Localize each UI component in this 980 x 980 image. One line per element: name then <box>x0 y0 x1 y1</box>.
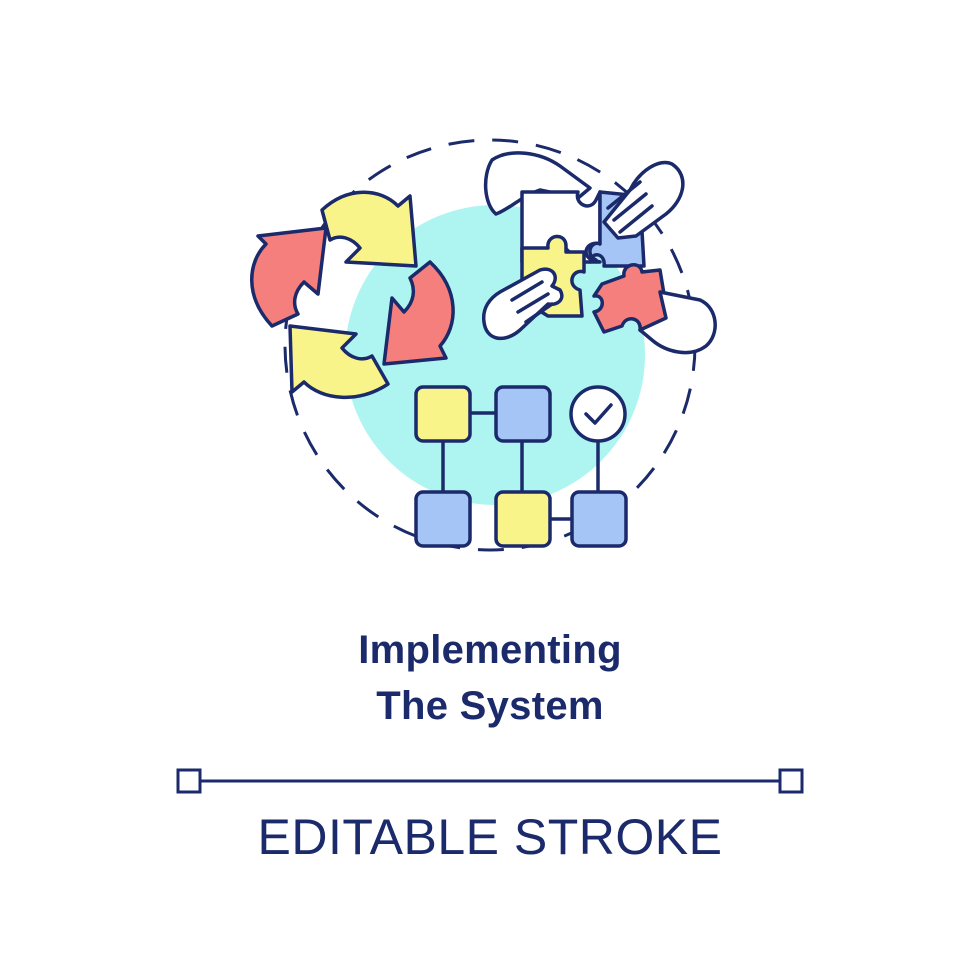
hand-bottom-left <box>481 267 564 341</box>
anchor-point-left <box>176 768 202 794</box>
checkmark-icon <box>584 403 613 425</box>
flow-node-yellow <box>494 490 552 548</box>
finger-lines-bottom-left <box>510 280 554 324</box>
yellow-arrow-bottom <box>288 324 390 399</box>
hand-top-right <box>602 160 685 240</box>
title-line-1: Implementing <box>358 628 622 672</box>
flowchart-icon <box>414 385 628 548</box>
editable-stroke-label: EDITABLE STROKE <box>257 809 723 865</box>
red-arrow-right <box>382 260 455 366</box>
yellow-arrow-top <box>320 190 418 268</box>
hand-bottom-right <box>638 290 717 355</box>
title-line-2: The System <box>376 684 604 728</box>
puzzle-piece-red <box>592 263 670 334</box>
red-arrow-left <box>250 226 328 328</box>
flow-node-blue <box>570 490 628 548</box>
finger-lines-top-right <box>606 180 654 234</box>
cycle-arrows-icon <box>250 190 455 399</box>
editable-stroke-divider <box>176 768 804 794</box>
check-circle <box>569 385 627 443</box>
flow-node-yellow <box>414 385 472 443</box>
flow-node-blue <box>494 385 552 443</box>
anchor-point-right <box>778 768 804 794</box>
implementing-system-illustration <box>250 138 717 552</box>
hands-puzzle-icon <box>481 151 717 355</box>
flow-node-blue <box>414 490 472 548</box>
